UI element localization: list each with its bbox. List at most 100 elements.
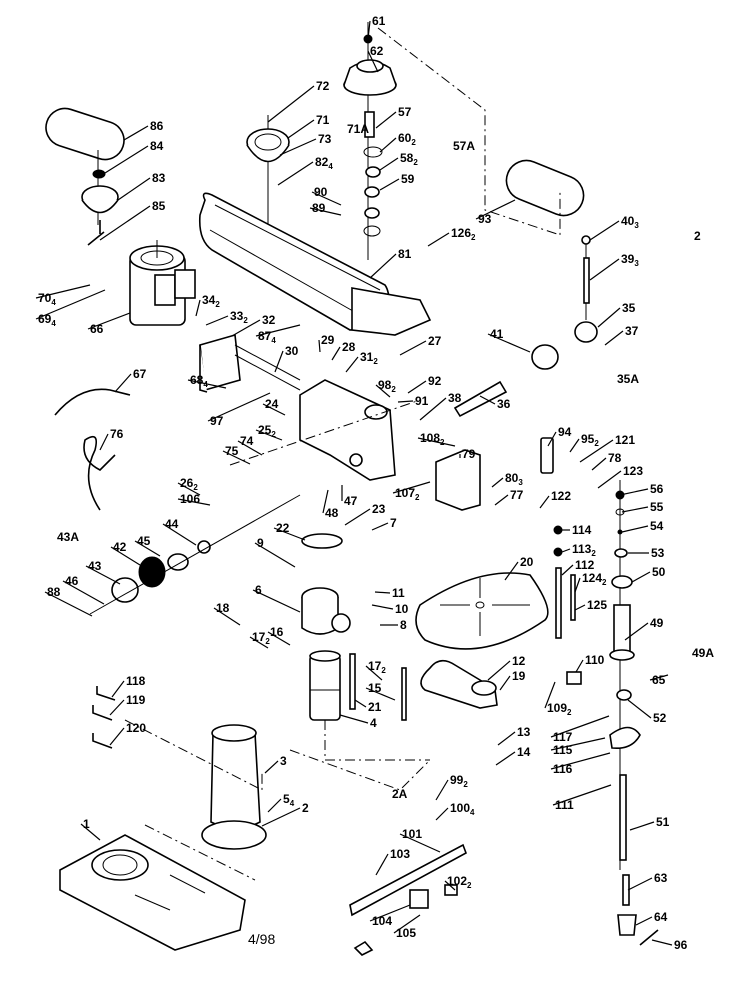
- callout-71: 71: [287, 113, 330, 139]
- callout-label: 96: [674, 938, 688, 952]
- callout-66: 66: [87, 312, 131, 336]
- callout-labels: 6162576025825957A72717371A82486848385908…: [35, 14, 714, 952]
- callout-59: 59: [379, 172, 415, 191]
- leader-line: [339, 714, 369, 724]
- callout-116: 116: [550, 752, 611, 776]
- leader-line: [311, 191, 342, 206]
- table-arm: [420, 659, 498, 709]
- callout-101: 101: [399, 827, 441, 853]
- callout-122: 122: [539, 489, 571, 509]
- callout-42: 42: [110, 540, 141, 566]
- callout-label: 51: [656, 815, 670, 829]
- head-casting: [299, 379, 396, 481]
- callout-label: 75: [225, 444, 239, 458]
- callout-35a: 35A: [617, 372, 639, 386]
- column-support: [301, 533, 351, 635]
- callout-quantity: 4: [290, 799, 295, 808]
- callout-24: 24: [262, 397, 286, 416]
- idler-pulley: [246, 115, 290, 235]
- callout-114: 114: [562, 523, 592, 537]
- callout-label: 72: [316, 79, 330, 93]
- callout-75: 75: [222, 444, 251, 465]
- leader-line: [267, 631, 291, 646]
- crank: [89, 494, 301, 615]
- callout-5: 54: [267, 792, 295, 813]
- callout-label: 28: [342, 340, 356, 354]
- callout-label: 6: [255, 583, 262, 597]
- callout-17b: 172: [365, 659, 386, 681]
- leader-line: [589, 220, 620, 241]
- callout-label: 61: [372, 14, 386, 28]
- callout-15: 15: [365, 681, 396, 701]
- leader-line: [379, 178, 400, 191]
- callout-quantity: 2: [415, 493, 420, 502]
- callout-99: 992: [435, 773, 468, 801]
- leader-line: [491, 477, 504, 488]
- wire-67: [54, 388, 131, 416]
- callout-label: 85: [152, 199, 166, 213]
- callout-label: 2: [302, 801, 309, 815]
- callout-71a: 71A: [347, 122, 369, 136]
- leader-line: [550, 752, 611, 770]
- callout-20: 20: [504, 555, 534, 581]
- callout-quantity: 2: [381, 666, 386, 675]
- callout-label: 32: [262, 313, 276, 327]
- callout-6: 6: [252, 583, 301, 613]
- callout-label: 77: [510, 488, 524, 502]
- leader-line: [561, 548, 571, 553]
- callout-label: 22: [276, 521, 290, 535]
- callout-label: 43A: [57, 530, 79, 544]
- callout-110: 110: [575, 653, 605, 673]
- callout-label: 44: [165, 517, 179, 531]
- callout-label: 35A: [617, 372, 639, 386]
- callout-104: 104: [369, 904, 411, 928]
- callout-84: 84: [104, 139, 164, 174]
- callout-quantity: 2: [413, 158, 418, 167]
- leader-line: [254, 542, 296, 568]
- leader-line: [371, 604, 394, 610]
- callout-label: 29: [321, 333, 335, 347]
- part-drawings: [45, 22, 659, 956]
- callout-label: 41: [490, 327, 504, 341]
- leader-line: [267, 798, 282, 813]
- callout-quantity: 2: [193, 483, 198, 492]
- callout-65: 65: [649, 673, 669, 687]
- callout-86: 86: [123, 119, 164, 141]
- callout-quantity: 2: [591, 549, 596, 558]
- callout-label: 1242: [582, 571, 607, 587]
- callout-label: 122: [551, 489, 571, 503]
- callout-label: 24: [265, 397, 279, 411]
- leader-line: [267, 85, 315, 123]
- leader-line: [80, 823, 101, 841]
- callout-113: 1132: [561, 542, 596, 558]
- leader-line: [399, 340, 427, 356]
- callout-91: 91: [397, 394, 429, 408]
- callout-79: 79: [459, 447, 476, 461]
- callout-label: 14: [517, 745, 531, 759]
- leader-line: [552, 784, 612, 806]
- leader-line: [589, 258, 620, 281]
- leader-line: [365, 687, 396, 701]
- leader-line: [392, 481, 431, 494]
- callout-label: 803: [505, 471, 523, 487]
- callout-label: 252: [258, 423, 276, 439]
- callout-81: 81: [369, 247, 412, 279]
- leader-line: [379, 157, 399, 171]
- leader-line: [274, 350, 284, 373]
- callout-57: 57: [375, 105, 412, 129]
- callout-16: 16: [267, 625, 291, 646]
- leader-line: [255, 429, 283, 441]
- leader-line: [494, 494, 509, 506]
- callout-label: 582: [400, 151, 418, 167]
- callout-55: 55: [621, 500, 664, 514]
- callout-quantity: 2: [411, 138, 416, 147]
- callout-2: 2: [261, 801, 309, 827]
- leader-line: [631, 571, 651, 583]
- callout-label: 71A: [347, 122, 369, 136]
- callout-label: 59: [401, 172, 415, 186]
- leader-line: [597, 307, 621, 328]
- callout-106: 106: [177, 492, 211, 506]
- leader-line: [417, 437, 456, 447]
- fence: [349, 843, 467, 956]
- leader-line: [629, 821, 655, 831]
